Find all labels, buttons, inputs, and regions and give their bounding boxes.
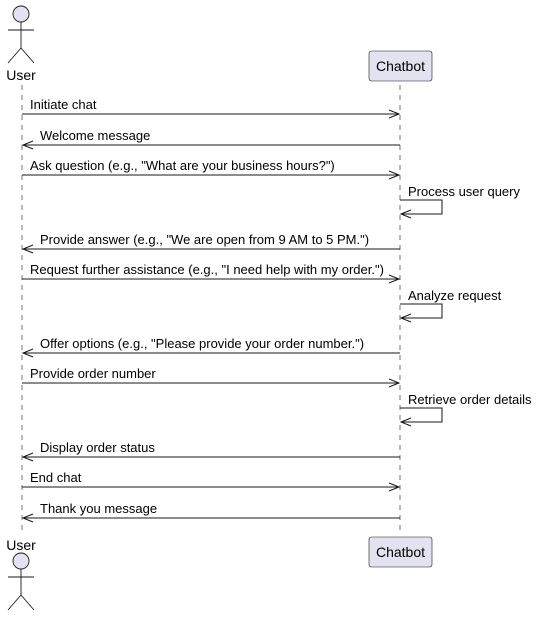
arrowhead bbox=[388, 170, 401, 180]
chatbot-participant-bottom: Chatbot bbox=[368, 536, 433, 568]
message: Display order status bbox=[21, 440, 400, 462]
message: Retrieve order details bbox=[399, 392, 532, 427]
arrowhead bbox=[388, 274, 401, 284]
user-actor-bottom: User bbox=[6, 537, 36, 611]
message: Offer options (e.g., "Please provide you… bbox=[21, 336, 400, 358]
message-label: Provide order number bbox=[30, 366, 156, 381]
message-label: End chat bbox=[30, 470, 82, 485]
message-label: Ask question (e.g., "What are your busin… bbox=[30, 158, 335, 173]
chatbot-label-bottom: Chatbot bbox=[376, 544, 425, 560]
chatbot-label-top: Chatbot bbox=[376, 58, 425, 74]
arrowhead bbox=[388, 378, 401, 388]
message-label: Offer options (e.g., "Please provide you… bbox=[40, 336, 364, 351]
user-actor-top: User bbox=[6, 5, 36, 83]
arrowhead bbox=[21, 348, 34, 358]
message: Initiate chat bbox=[22, 97, 401, 119]
user-label-bottom: User bbox=[6, 537, 36, 553]
message-label: Initiate chat bbox=[30, 97, 97, 112]
message: Request further assistance (e.g., "I nee… bbox=[22, 262, 401, 284]
arrowhead bbox=[388, 109, 401, 119]
actor-icon bbox=[7, 5, 35, 64]
message-label: Display order status bbox=[40, 440, 155, 455]
message-label: Request further assistance (e.g., "I nee… bbox=[30, 262, 384, 277]
arrowhead bbox=[21, 513, 34, 523]
self-message-line bbox=[400, 303, 443, 319]
participant-box bbox=[368, 536, 433, 568]
participant-box bbox=[368, 50, 433, 82]
message: Process user query bbox=[399, 184, 520, 219]
message: Provide order number bbox=[22, 366, 401, 388]
chatbot-participant-top: Chatbot bbox=[368, 50, 433, 82]
arrowhead bbox=[399, 417, 412, 427]
self-message-line bbox=[400, 199, 443, 215]
message: Welcome message bbox=[21, 128, 400, 150]
message: Analyze request bbox=[399, 288, 502, 323]
message: Ask question (e.g., "What are your busin… bbox=[22, 158, 401, 180]
message-label: Provide answer (e.g., "We are open from … bbox=[40, 232, 369, 247]
actor-icon bbox=[7, 552, 35, 611]
message: Thank you message bbox=[21, 501, 400, 523]
message-label: Process user query bbox=[408, 184, 520, 199]
message-label: Retrieve order details bbox=[408, 392, 532, 407]
message: End chat bbox=[22, 470, 401, 492]
arrowhead bbox=[21, 452, 34, 462]
arrowhead bbox=[388, 482, 401, 492]
arrowhead bbox=[21, 244, 34, 254]
self-message-line bbox=[400, 407, 443, 423]
arrowhead bbox=[21, 140, 34, 150]
message-label: Thank you message bbox=[40, 501, 157, 516]
arrowhead bbox=[399, 209, 412, 219]
user-label-top: User bbox=[6, 67, 36, 83]
message: Provide answer (e.g., "We are open from … bbox=[21, 232, 400, 254]
arrowhead bbox=[399, 313, 412, 323]
message-label: Welcome message bbox=[40, 128, 150, 143]
message-label: Analyze request bbox=[408, 288, 502, 303]
